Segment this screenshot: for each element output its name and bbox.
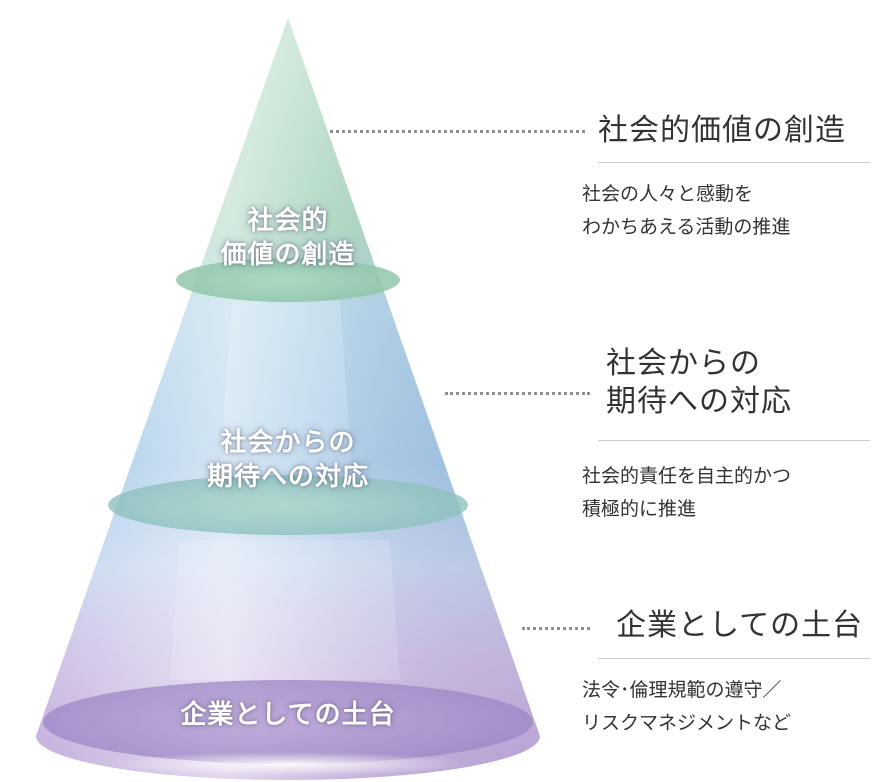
cone-highlight [36, 18, 540, 780]
heading-rule-3 [598, 658, 870, 659]
leader-line-bottom [522, 627, 590, 630]
desc-social-expectation: 社会的責任を自主的かつ 積極的に推進 [582, 460, 877, 526]
desc-social-value-line2: わかちあえる活動の推進 [582, 216, 791, 238]
heading-social-value: 社会的価値の創造 [598, 113, 846, 148]
heading-rule-1 [598, 162, 870, 163]
cone-label-bottom: 企業としての土台 [148, 698, 428, 732]
leader-line-middle [445, 392, 590, 395]
desc-corporate-foundation-line2: リスクマネジメントなど [582, 712, 792, 734]
cone-label-top-line1: 社会的 [247, 206, 329, 236]
heading-corporate-foundation: 企業としての土台 [616, 608, 864, 643]
top-tier-disc [176, 258, 400, 302]
heading-social-expectation-line2: 期待への対応 [606, 384, 792, 419]
bottom-tier-disc [43, 680, 533, 764]
cone-label-middle-line2: 期待への対応 [206, 462, 369, 492]
cone-label-top-line2: 価値の創造 [220, 240, 356, 270]
desc-social-expectation-line2: 積極的に推進 [582, 498, 697, 520]
desc-corporate-foundation-line1: 法令･倫理規範の遵守／ [582, 679, 782, 701]
cone-label-middle: 社会からの 期待への対応 [178, 426, 398, 494]
desc-corporate-foundation: 法令･倫理規範の遵守／ リスクマネジメントなど [582, 674, 877, 740]
cone-inner-panel [220, 300, 352, 470]
desc-social-expectation-line1: 社会的責任を自主的かつ [582, 465, 792, 487]
heading-rule-2 [598, 440, 870, 441]
cone-label-bottom-line1: 企業としての土台 [180, 700, 396, 730]
leader-line-top [330, 130, 585, 133]
base-glow [108, 752, 468, 776]
desc-social-value-line1: 社会の人々と感動を [582, 183, 754, 205]
heading-social-expectation-line1: 社会からの [606, 346, 761, 381]
heading-social-expectation: 社会からの 期待への対応 [606, 345, 877, 421]
cone-label-top: 社会的 価値の創造 [198, 204, 378, 272]
middle-tier-disc [108, 475, 468, 535]
cone-label-middle-line1: 社会からの [220, 428, 356, 458]
desc-social-value: 社会の人々と感動を わかちあえる活動の推進 [582, 178, 877, 244]
cone-lower-panel [170, 540, 400, 680]
